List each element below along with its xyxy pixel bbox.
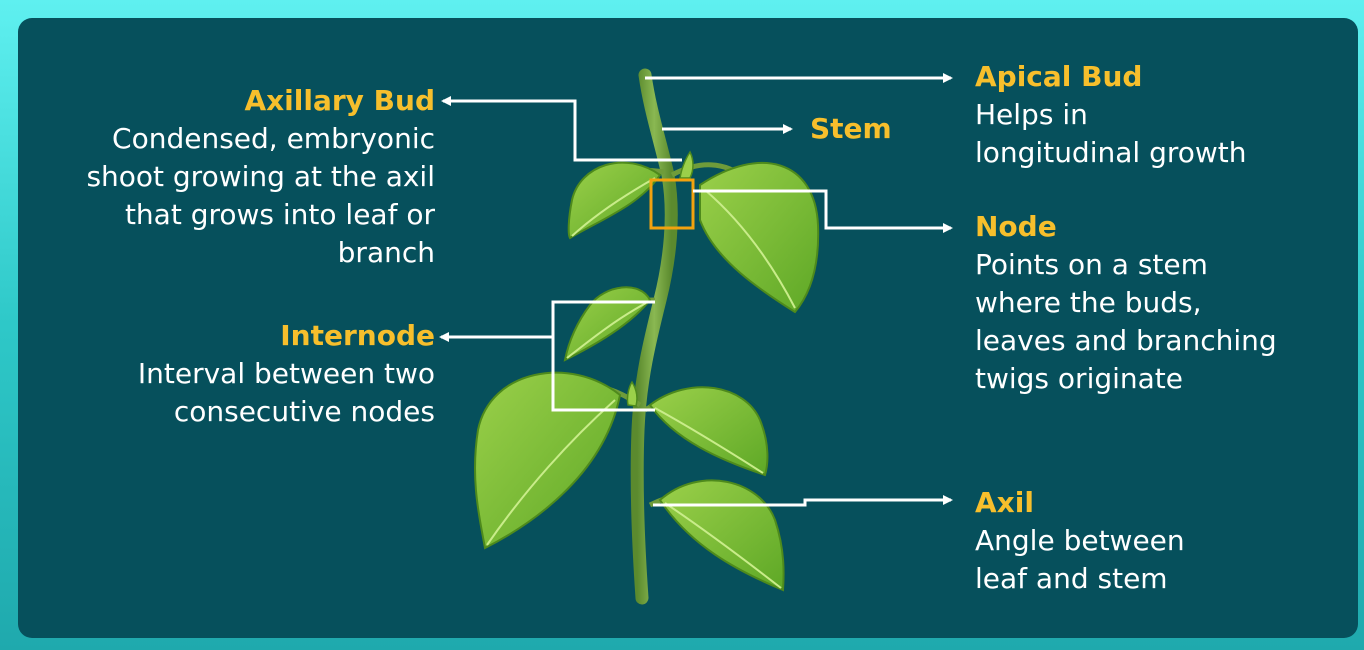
node-desc-line-4: twigs originate (975, 360, 1345, 398)
apical-bud-title: Apical Bud (975, 58, 1345, 96)
stem-title: Stem (810, 110, 930, 148)
axil-label: Axil Angle between leaf and stem (975, 484, 1345, 598)
leaf-large-left (475, 373, 620, 548)
leaf-middle-right (650, 387, 767, 475)
internode-title: Internode (20, 317, 435, 355)
axillary-bud-desc-line-3: that grows into leaf or (20, 196, 435, 234)
axillary-bud-title: Axillary Bud (20, 82, 435, 120)
internode-label: Internode Interval between two consecuti… (20, 317, 435, 431)
node-title: Node (975, 208, 1345, 246)
axillary-bud-desc-line-4: branch (20, 234, 435, 272)
internode-desc-line-2: consecutive nodes (20, 393, 435, 431)
node-desc-line-3: leaves and branching (975, 322, 1345, 360)
plant-stem (637, 75, 671, 598)
node-desc-line-2: where the buds, (975, 284, 1345, 322)
axillary-bud-label: Axillary Bud Condensed, embryonic shoot … (20, 82, 435, 272)
axillary-bud-desc-line-1: Condensed, embryonic (20, 120, 435, 158)
axillary-bud-desc-line-2: shoot growing at the axil (20, 158, 435, 196)
node-label: Node Points on a stem where the buds, le… (975, 208, 1345, 398)
stem-label: Stem (810, 110, 930, 148)
leaf-lower-right (660, 480, 784, 590)
axil-title: Axil (975, 484, 1345, 522)
internode-desc-line-1: Interval between two (20, 355, 435, 393)
node-desc-line-1: Points on a stem (975, 246, 1345, 284)
apical-bud-label: Apical Bud Helps in longitudinal growth (975, 58, 1345, 172)
apical-bud-desc-line-2: longitudinal growth (975, 134, 1345, 172)
apical-bud-desc-line-1: Helps in (975, 96, 1345, 134)
axil-desc-line-1: Angle between (975, 522, 1345, 560)
leaf-upper-right (700, 163, 818, 312)
axillary-bud-shape (680, 152, 693, 178)
axil-desc-line-2: leaf and stem (975, 560, 1345, 598)
